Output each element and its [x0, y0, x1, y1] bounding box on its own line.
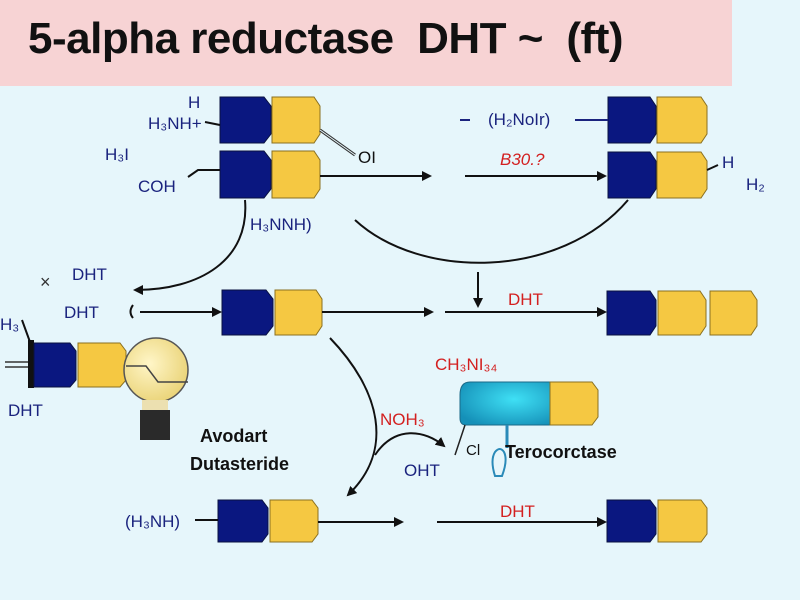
- page-title: 5-alpha reductase DHT ~ (ft): [28, 14, 624, 63]
- molecule-top-right-1: [607, 96, 708, 144]
- label-terocorctase: Terocorctase: [505, 442, 617, 462]
- label-h3i: H₃I: [105, 145, 129, 164]
- label-noh3: NOH₃: [380, 410, 425, 429]
- label-h3nh: H₃NH+: [148, 114, 202, 133]
- label-cl: Cl: [466, 442, 480, 459]
- terocorctase-enzyme: [454, 381, 599, 477]
- receptor-with-bulb: [5, 319, 189, 440]
- molecule-middle: [221, 289, 323, 336]
- label-dht-bottom: DHT: [500, 502, 535, 521]
- x-mark: ×: [40, 272, 51, 292]
- label-h2nolr: (H₂NoIr): [488, 110, 550, 129]
- molecule-top-left-1: [219, 96, 321, 144]
- label-h3nnh: H₃NNH): [250, 215, 312, 234]
- title-banner: 5-alpha reductase DHT ~ (ft): [0, 0, 732, 86]
- label-h-top: H: [188, 93, 200, 112]
- label-dutasteride: Dutasteride: [190, 454, 289, 474]
- molecule-top-right-2: [607, 151, 708, 199]
- label-ch3nl: CH₃NI₃₄: [435, 355, 497, 374]
- label-h-right: H: [722, 153, 734, 172]
- label-oht: OHT: [404, 461, 440, 480]
- molecule-bottom: [217, 499, 319, 543]
- label-ol: OI: [358, 148, 376, 167]
- arrows: [129, 119, 719, 527]
- label-h3-left: H₃: [0, 315, 19, 334]
- label-h3nh-bottom: (H₃NH): [125, 512, 180, 531]
- label-dht-left: DHT: [8, 401, 43, 420]
- label-avodart: Avodart: [200, 426, 267, 446]
- label-dht-1: DHT: [72, 265, 107, 284]
- label-h2: H₂: [746, 175, 765, 194]
- molecule-middle-right: [606, 290, 758, 336]
- label-dht-middle: DHT: [508, 290, 543, 309]
- label-coh: COH: [138, 177, 176, 196]
- molecule-top-left-2: [219, 150, 321, 199]
- molecule-bottom-right: [606, 499, 708, 543]
- label-b30: B30.?: [500, 150, 545, 169]
- label-dht-2: DHT: [64, 303, 99, 322]
